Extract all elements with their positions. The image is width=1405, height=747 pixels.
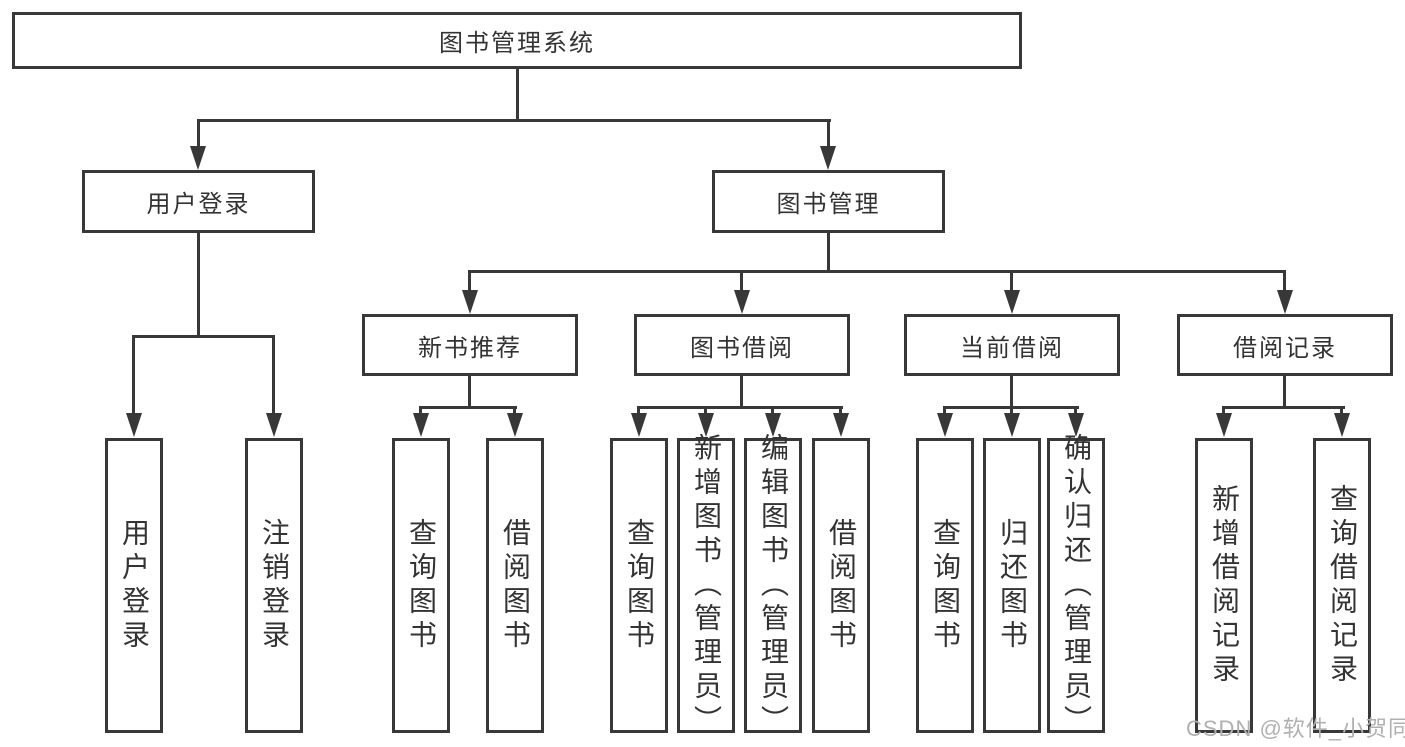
- leaf-confirm-return-admin-label: 确认归还（管理员）: [1061, 432, 1092, 739]
- node-borrow-records-label: 借阅记录: [1233, 334, 1337, 362]
- connector-line: [468, 270, 471, 292]
- arrow-down-icon: [266, 413, 282, 437]
- connector-line: [637, 406, 843, 409]
- leaf-query-books-1-label: 查询图书: [406, 517, 437, 654]
- connector-line: [943, 406, 946, 416]
- arrow-down-icon: [413, 413, 429, 437]
- leaf-borrow-books-1-label: 借阅图书: [500, 517, 531, 654]
- leaf-query-borrow-record-label: 查询借阅记录: [1327, 483, 1358, 688]
- arrow-down-icon: [1334, 413, 1350, 437]
- arrow-down-icon: [1277, 290, 1293, 314]
- connector-line: [839, 406, 842, 416]
- connector-line: [1010, 270, 1013, 292]
- arrow-down-icon: [631, 413, 647, 437]
- connector-line: [197, 232, 200, 338]
- leaf-return-books: 归还图书: [983, 438, 1041, 733]
- arrow-down-icon: [507, 413, 523, 437]
- leaf-query-books-2-label: 查询图书: [624, 517, 655, 654]
- connector-line: [1010, 375, 1013, 409]
- leaf-add-borrow-record: 新增借阅记录: [1195, 438, 1253, 733]
- connector-line: [771, 406, 774, 416]
- connector-line: [197, 119, 200, 149]
- arrow-down-icon: [1004, 290, 1020, 314]
- connector-line: [1283, 375, 1286, 409]
- node-borrow-records: 借阅记录: [1177, 314, 1393, 376]
- connector-line: [1283, 270, 1286, 292]
- node-book-management: 图书管理: [712, 170, 945, 233]
- leaf-query-books-3-label: 查询图书: [930, 517, 961, 654]
- leaf-logout-label: 注销登录: [259, 517, 290, 654]
- node-book-management-label: 图书管理: [776, 191, 881, 218]
- arrow-down-icon: [190, 146, 206, 170]
- connector-line: [132, 335, 275, 338]
- leaf-user-login: 用户登录: [105, 438, 163, 733]
- leaf-borrow-books-1: 借阅图书: [486, 438, 544, 733]
- arrow-down-icon: [937, 413, 953, 437]
- connector-line: [1074, 406, 1077, 416]
- arrow-down-icon: [1004, 413, 1020, 437]
- connector-line: [704, 406, 707, 416]
- node-new-book-recommend: 新书推荐: [362, 314, 578, 376]
- leaf-logout: 注销登录: [245, 438, 303, 733]
- connector-line: [740, 270, 743, 292]
- connector-line: [132, 335, 135, 415]
- connector-line: [740, 375, 743, 409]
- arrow-down-icon: [1068, 413, 1084, 437]
- connector-line: [827, 232, 830, 273]
- leaf-query-books-3: 查询图书: [916, 438, 974, 733]
- connector-line: [468, 270, 1286, 273]
- connector-line: [513, 406, 516, 416]
- leaf-return-books-label: 归还图书: [997, 517, 1028, 654]
- arrow-down-icon: [833, 413, 849, 437]
- connector-line: [516, 68, 519, 122]
- arrow-down-icon: [698, 413, 714, 437]
- leaf-add-book-admin-label: 新增图书（管理员）: [691, 432, 722, 739]
- connector-line: [272, 335, 275, 415]
- arrow-down-icon: [462, 290, 478, 314]
- arrow-down-icon: [126, 413, 142, 437]
- connector-line: [197, 119, 831, 122]
- arrow-down-icon: [734, 290, 750, 314]
- leaf-add-borrow-record-label: 新增借阅记录: [1209, 483, 1240, 688]
- arrow-down-icon: [765, 413, 781, 437]
- leaf-edit-book-admin: 编辑图书（管理员）: [744, 433, 802, 739]
- connector-line: [1010, 406, 1013, 416]
- csdn-watermark: CSDN @软件_小贺同学: [1186, 716, 1405, 741]
- leaf-query-books-1: 查询图书: [392, 438, 450, 733]
- node-book-borrow: 图书借阅: [634, 314, 850, 376]
- connector-line: [1222, 406, 1225, 416]
- node-current-borrow: 当前借阅: [904, 314, 1120, 376]
- arrow-down-icon: [820, 146, 836, 170]
- leaf-user-login-label: 用户登录: [119, 517, 150, 654]
- leaf-borrow-books-2: 借阅图书: [812, 438, 870, 733]
- connector-line: [637, 406, 640, 416]
- node-new-book-recommend-label: 新书推荐: [418, 334, 522, 362]
- connector-line: [419, 406, 517, 409]
- leaf-borrow-books-2-label: 借阅图书: [826, 517, 857, 654]
- connector-line: [419, 406, 422, 416]
- connector-line: [1222, 406, 1345, 409]
- node-book-borrow-label: 图书借阅: [690, 334, 794, 362]
- connector-line: [1340, 406, 1343, 416]
- leaf-query-borrow-record: 查询借阅记录: [1313, 438, 1371, 733]
- leaf-add-book-admin: 新增图书（管理员）: [677, 433, 735, 739]
- arrow-down-icon: [1216, 413, 1232, 437]
- leaf-confirm-return-admin: 确认归还（管理员）: [1047, 433, 1105, 739]
- node-current-borrow-label: 当前借阅: [960, 334, 1064, 362]
- node-user-login-label: 用户登录: [146, 191, 251, 218]
- connector-line: [468, 375, 471, 409]
- leaf-edit-book-admin-label: 编辑图书（管理员）: [758, 432, 789, 739]
- node-root: 图书管理系统: [12, 12, 1022, 69]
- connector-line: [827, 119, 830, 149]
- leaf-query-books-2: 查询图书: [610, 438, 668, 733]
- node-user-login: 用户登录: [82, 170, 315, 233]
- node-root-label: 图书管理系统: [439, 30, 595, 57]
